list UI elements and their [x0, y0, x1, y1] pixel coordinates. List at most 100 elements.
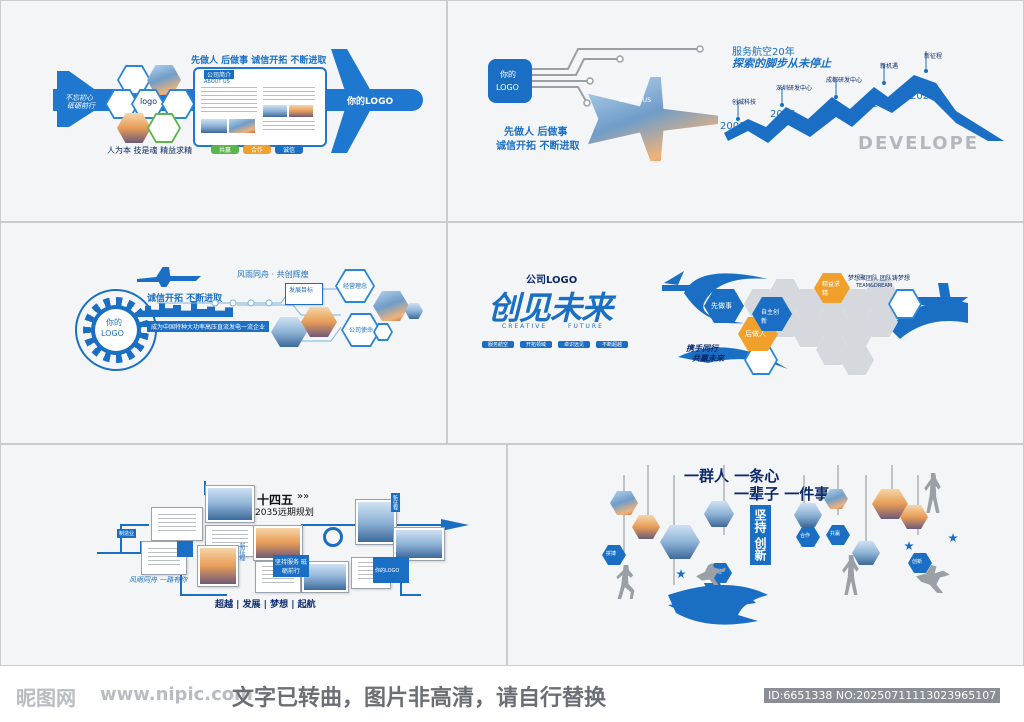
site-logo: 昵图网: [16, 686, 76, 710]
hanging-lines: [623, 465, 919, 625]
banner: 成为中国特种大功率高压直流发电一流企业: [147, 321, 270, 332]
panel-airplane-wall: 不忘初心 砥砺前行 logo 先做人 后做事 诚信开拓 不断进取 公司简介 AB…: [0, 0, 447, 222]
milestone-year: 2006: [770, 109, 796, 120]
hex-label: 共赢: [830, 531, 841, 537]
circuit-lines: [532, 45, 704, 107]
hex-photo: [852, 541, 880, 565]
hex-photo: [660, 525, 700, 559]
slogan-top: 风雨同舟 · 共创辉煌: [237, 270, 309, 279]
milestone-year: 2021: [910, 91, 936, 102]
slogan: 风雨同舟 一路有你: [129, 576, 188, 584]
slogan-1: 先做人 后做事: [504, 127, 568, 138]
gear-inner: [95, 309, 137, 351]
big-title: 创见未来: [488, 289, 613, 327]
blue-block: [177, 541, 193, 557]
intro-text-lines: [263, 121, 315, 133]
pill-orange: 合作: [243, 145, 271, 154]
bottom-2: 共赢未来: [692, 354, 724, 363]
tag: 卓识远见: [558, 341, 590, 348]
hex-frame: [147, 113, 181, 143]
hex-cell: [840, 345, 874, 375]
tag-left: 制造业: [117, 529, 137, 538]
hex-label-4: 精益求精: [822, 281, 841, 297]
hex-photo: [632, 515, 660, 539]
hex-photo: [301, 307, 337, 337]
intro-text-lines: [201, 87, 257, 115]
team-title-1: 一群人 一条心: [684, 467, 780, 485]
hex-blue: [704, 289, 744, 323]
mountain-range: [724, 51, 1004, 143]
airplane-wing-bottom: [331, 109, 371, 153]
left-tag-1: 不忘初心: [65, 94, 93, 102]
hex-cell: [864, 307, 898, 337]
hex-label-bg: [826, 525, 850, 545]
hex-orange: [814, 273, 850, 303]
hex-photo: [900, 505, 928, 529]
milestone-label: 深圳研发中心: [776, 85, 813, 92]
milestone-label: 新征程: [924, 53, 943, 60]
photo-card: [205, 485, 255, 523]
gear-logo-2: LOGO: [101, 329, 124, 338]
hex-label-3: 自主创新: [761, 309, 780, 325]
node-2: 经营理念: [343, 283, 368, 290]
photo-card: [393, 527, 445, 561]
pill-blue: 诚信: [275, 145, 303, 154]
hex-photo: [824, 489, 848, 509]
photo-card: [197, 545, 239, 587]
node-1: 发展目标: [289, 287, 314, 294]
milestone-year: 2010: [822, 107, 848, 118]
intro-sub: ABOUT US: [204, 79, 230, 85]
hex-frame: [373, 323, 393, 341]
intro-photo: [201, 119, 227, 133]
hex-frame: [161, 89, 195, 119]
hex-label: 合作: [800, 533, 811, 539]
about-label: ABOUT US: [620, 97, 652, 104]
plan-arrow: »»: [297, 491, 310, 502]
values: 超越 | 发展 | 梦想 | 起航: [215, 600, 316, 610]
bottom-slogan: 人为本 技是魂 精益求精: [107, 146, 193, 155]
company-logo: 公司LOGO: [526, 275, 578, 286]
tag: 服务航空: [482, 341, 514, 348]
swoosh-shapes: [662, 271, 968, 369]
intro-photo: [229, 119, 255, 133]
runner-icon: [842, 555, 859, 595]
pill-green: 共赢: [211, 145, 239, 154]
hex-photo: [373, 291, 409, 321]
mini-logo-block: [373, 557, 409, 583]
title-line-1: 服务航空20年: [732, 47, 795, 58]
airplane-tail-top: [57, 71, 97, 91]
panel-timeline-wall: 你的 LOGO ABOUT US 先做人 后做事 诚信开拓 不断进取 服务航空2…: [447, 0, 1024, 222]
plan-title-2: 2035远期规划: [255, 508, 314, 518]
photo-card: [301, 561, 349, 593]
hex-label-1: 先做事: [711, 302, 732, 310]
logo-line-1: 你的: [500, 70, 516, 79]
team-en: TEAM&DREAM: [856, 283, 893, 289]
tag: 开拓领域: [520, 341, 552, 348]
panel-gear-wall: 你的 LOGO 风雨同舟 · 共创辉煌 诚信开拓 不断进取 成为中国特种大功率高…: [0, 222, 447, 444]
intro-title: 公司简介: [204, 70, 235, 79]
footer-bar: 昵图网 www.nipic.com 文字已转曲，图片非高清，请自行替换 ID:6…: [0, 666, 1024, 722]
hex-photo: [794, 503, 822, 527]
future-text: FUTURE: [568, 323, 604, 330]
panel-team-wall: 一群人 一条心 一辈子 一件事 坚持 创新 拼搏 合作 共赢 专注 创新: [507, 444, 1024, 666]
panel-plan-wall: 十四五 »» 2035远期规划 制造业 新征程 新征程 你的LOGO 坚持服务 …: [0, 444, 507, 666]
hex-logo-text: logo: [140, 97, 158, 106]
hex-cell-outline: [888, 289, 922, 319]
intro-photo: [289, 105, 313, 117]
milestone-label: 新机遇: [880, 63, 899, 70]
team-cn: 梦想聚团队 团队铸梦想: [848, 275, 910, 282]
hex-label-bg: [602, 545, 626, 565]
star-icon: [676, 569, 686, 579]
milestone-year: 2001: [720, 121, 746, 132]
slogan-2: 诚信开拓 不断进取: [496, 141, 580, 152]
runner-icon: [616, 565, 635, 599]
hex-blue: [752, 297, 792, 331]
plane-logo: 你的LOGO: [347, 97, 394, 107]
photo-card: [151, 507, 203, 541]
hex-photo: [271, 317, 307, 347]
airplane-tail-bottom: [57, 109, 97, 127]
creative-text: CREATIVE: [502, 323, 548, 330]
hex-cell-outline: [744, 345, 778, 375]
tag: 不断超越: [596, 341, 628, 348]
slogan-top: 先做人 后做事 诚信开拓 不断进取: [191, 56, 327, 66]
